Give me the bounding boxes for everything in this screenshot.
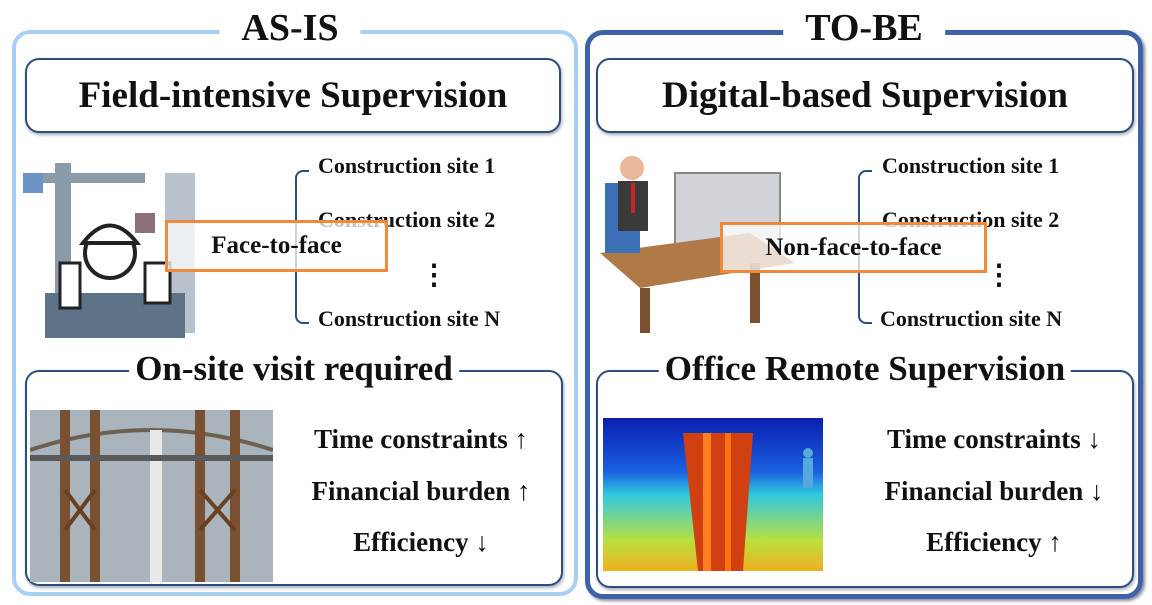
metric-time: Time constraints ↑ <box>314 424 528 454</box>
face-to-face-label: Face-to-face <box>165 220 388 272</box>
site-item: Construction site 1 <box>318 153 496 178</box>
point-cloud-image <box>603 418 823 571</box>
site-item: Construction site N <box>880 306 1063 331</box>
to-be-title: TO-BE <box>783 4 945 52</box>
rebar-site-photo <box>30 410 273 582</box>
as-is-title: AS-IS <box>219 4 361 52</box>
remote-section: Office Remote Supervision <box>596 346 1134 588</box>
site-item: Construction site 1 <box>882 153 1060 178</box>
section-title: On-site visit required <box>129 346 459 392</box>
section-title: Office Remote Supervision <box>658 346 1072 392</box>
metric-efficiency: Efficiency ↓ <box>353 527 489 557</box>
metric-financial: Financial burden ↑ <box>311 476 531 506</box>
site-ellipsis: ⋮ <box>420 260 448 291</box>
as-is-headline: Field-intensive Supervision <box>25 58 561 133</box>
on-site-section: On-site visit required <box>25 346 563 586</box>
metric-time: Time constraints ↓ <box>887 424 1101 454</box>
metric-financial: Financial burden ↓ <box>884 476 1104 506</box>
site-item: Construction site N <box>318 306 501 331</box>
site-ellipsis: ⋮ <box>985 260 1013 291</box>
metric-efficiency: Efficiency ↑ <box>926 527 1062 557</box>
non-face-to-face-label: Non-face-to-face <box>720 222 987 273</box>
to-be-headline: Digital-based Supervision <box>596 58 1134 133</box>
